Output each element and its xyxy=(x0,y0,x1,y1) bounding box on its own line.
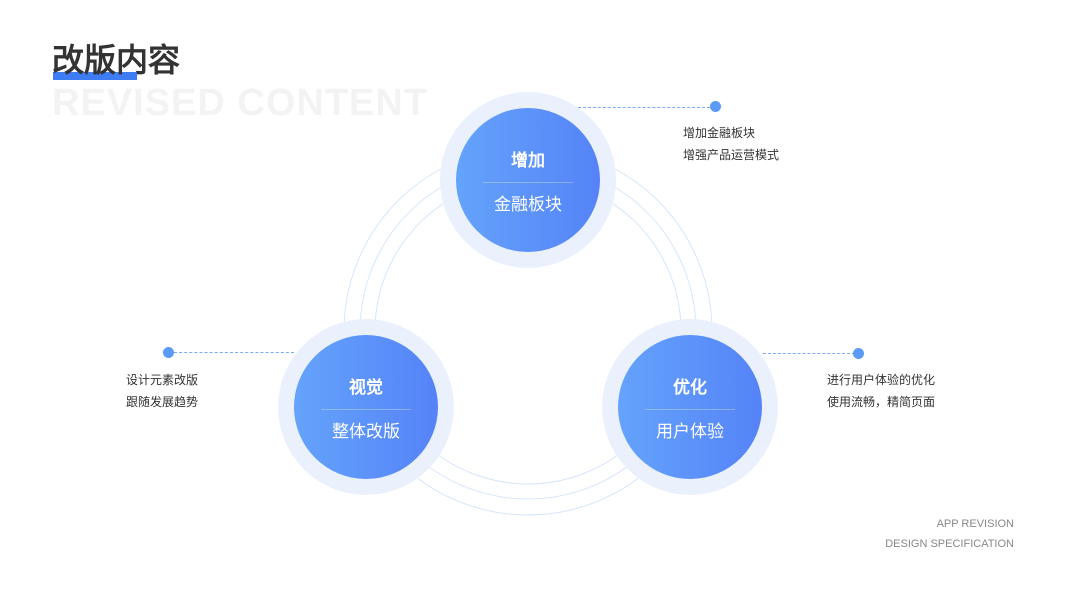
connector-line xyxy=(174,352,294,353)
connector-line xyxy=(578,107,710,108)
title-underline xyxy=(53,72,137,80)
title-background-english: REVISED CONTENT xyxy=(52,82,429,124)
node-optimize: 优化用户体验 xyxy=(602,319,778,495)
connector-dot xyxy=(853,348,864,359)
footer-line-1: APP REVISION xyxy=(936,518,1014,530)
node-subtitle: 整体改版 xyxy=(332,422,400,442)
node-subtitle: 金融板块 xyxy=(494,195,562,215)
description-visual: 设计元素改版跟随发展趋势 xyxy=(126,373,199,409)
node-finance: 增加金融板块 xyxy=(440,92,616,268)
node-visual: 视觉整体改版 xyxy=(278,319,454,495)
connector-line xyxy=(763,353,855,354)
node-title: 优化 xyxy=(673,378,707,398)
footer-line-2: DESIGN SPECIFICATION xyxy=(885,538,1014,550)
description-finance: 增加金融板块增强产品运营模式 xyxy=(683,126,780,162)
description-optimize: 进行用户体验的优化使用流畅，精简页面 xyxy=(827,373,936,409)
connector-dot xyxy=(163,347,174,358)
node-title: 视觉 xyxy=(349,378,383,398)
node-title: 增加 xyxy=(511,151,545,171)
node-subtitle: 用户体验 xyxy=(656,422,724,442)
page-title: 改版内容 xyxy=(52,41,181,79)
connector-dot xyxy=(710,101,721,112)
